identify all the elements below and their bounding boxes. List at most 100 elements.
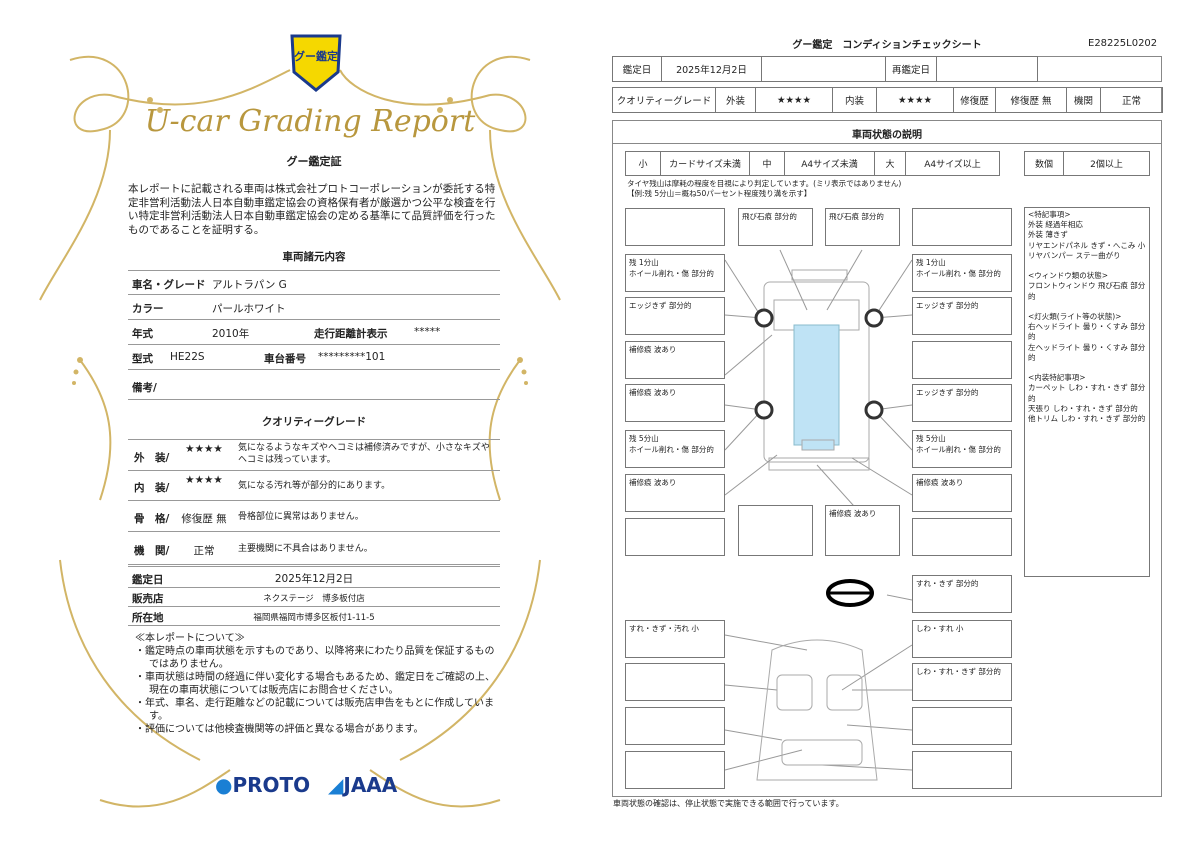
tire-note-text: タイヤ残山は摩耗の程度を目視により判定しています。(ミリ表示ではありません) [627, 179, 902, 188]
grade-value: 修復歴 無 [181, 512, 227, 525]
condition-box: 残 1分山 ホイール削れ・傷 部分的 [912, 254, 1012, 292]
dealer-row: 販売店 ネクステージ 博多板付店 [128, 588, 500, 607]
specs-heading: 車両諸元内容 [282, 251, 346, 263]
condition-box: すれ・きず 部分的 [912, 575, 1012, 613]
jaaa-logo-text: JAAA [343, 773, 398, 797]
label: 車名・グレード [132, 279, 206, 291]
condition-box [912, 518, 1012, 556]
grade-desc: 気になる汚れ等が部分的にあります。 [238, 481, 391, 491]
condition-box [912, 208, 1012, 246]
grade-label: 機 関/ [134, 544, 170, 557]
grade-value: ★★★★ [185, 443, 223, 455]
spec-row-year: 年式 2010年 走行距離計表示 ***** [128, 320, 500, 345]
grade-row: 外 装/ ★★★★ 気になるようなキズやヘコミは補修済みですが、小さなキズやヘコ… [128, 439, 500, 471]
spec-row-model: 型式 HE22S 車台番号 *********101 [128, 345, 500, 370]
condition-box: 補修痕 波あり [625, 474, 725, 512]
value: ***** [414, 326, 441, 338]
grade-heading: クオリティーグレード [261, 416, 367, 428]
condition-box: 残 1分山 ホイール削れ・傷 部分的 [625, 254, 725, 292]
note-item: ・車両状態は時間の経過に伴い変化する場合もあるため、鑑定日をご確認の上、現在の車… [135, 672, 495, 696]
grade-desc: 骨格部位に異常はありません。 [238, 511, 364, 522]
grade-cell: 外装 [715, 87, 756, 113]
value: パールホワイト [212, 303, 286, 315]
report-title: U-car Grading Report [144, 104, 476, 139]
size-legend-cell: カードサイズ未満 [660, 151, 750, 176]
sheet-title: グー鑑定 コンディションチェックシート [792, 40, 982, 51]
condition-box: 飛び石痕 部分的 [825, 208, 900, 246]
note-item: ・年式、車名、走行距離などの記載については販売店申告をもとに作成しています。 [135, 698, 494, 722]
report-notes: ≪本レポートについて≫ ・鑑定時点の車両状態を示すものであり、以降将来にわたり品… [135, 632, 500, 736]
condition-box: エッジきず 部分的 [912, 297, 1012, 335]
label: 鑑定日 [132, 574, 164, 586]
count-legend-cell: 数個 [1024, 151, 1064, 176]
grade-row: 骨 格/ 修復歴 無 骨格部位に異常はありません。 [128, 501, 500, 532]
label: 販売店 [132, 593, 164, 605]
condition-box: 残 5分山 ホイール削れ・傷 部分的 [912, 430, 1012, 468]
condition-box [738, 505, 813, 556]
note-item: ・評価については他検査機関等の評価と異なる場合があります。 [135, 724, 424, 735]
spec-row-name: 車名・グレード アルトラパン G [128, 270, 500, 295]
grade-cell: ★★★★ [876, 87, 954, 113]
jaaa-logo: ◢JAAA [328, 773, 398, 797]
grade-value: ★★★★ [185, 474, 223, 486]
condition-box [625, 707, 725, 745]
grade-cell: 正常 [1100, 87, 1163, 113]
date-row: 鑑定日 2025年12月2日 [128, 566, 500, 588]
label: 走行距離計表示 [314, 328, 388, 340]
condition-box: 補修痕 波あり [625, 341, 725, 379]
redate-label: 再鑑定日 [885, 56, 937, 82]
condition-box: 残 5分山 ホイール削れ・傷 部分的 [625, 430, 725, 468]
grade-cell: ★★★★ [755, 87, 833, 113]
spec-row-color: カラー パールホワイト [128, 295, 500, 320]
goo-kantei-logo: グー鑑定 [288, 32, 344, 94]
address-row: 所在地 福岡県福岡市博多区板付1-11-5 [128, 607, 500, 626]
condition-box [625, 663, 725, 701]
condition-box [912, 751, 1012, 789]
proto-logo-text: PROTO [232, 773, 311, 797]
label: 車台番号 [264, 353, 306, 365]
notes-heading: ≪本レポートについて≫ [135, 633, 245, 644]
grade-desc: 気になるようなキズやヘコミは補修済みですが、小さなキズやヘコミは残っています。 [238, 443, 490, 465]
steering-wheel-icon [826, 579, 874, 607]
value: HE22S [170, 351, 205, 363]
condition-box: 飛び石痕 部分的 [738, 208, 813, 246]
date-value: 2025年12月2日 [661, 56, 762, 82]
date-label: 鑑定日 [612, 56, 662, 82]
sheet-code: E28225L0202 [1088, 38, 1158, 49]
vehicle-diagram [724, 249, 913, 781]
size-legend-cell: 大 [874, 151, 906, 176]
condition-box [625, 751, 725, 789]
condition-heading: 車両状態の説明 [612, 120, 1162, 144]
value: アルトラパン G [212, 279, 287, 291]
condition-box: しわ・すれ 小 [912, 620, 1012, 658]
grade-row: 機 関/ 正常 主要機関に不具合はありません。 [128, 532, 500, 565]
grade-label: 外 装/ [134, 452, 170, 464]
logo-text: グー鑑定 [294, 50, 338, 63]
empty-cell [761, 56, 886, 82]
label: 年式 [132, 328, 153, 340]
redate-value [936, 56, 1038, 82]
special-notes: <特記事項> 外装 経過年相応 外装 薄きず リヤエンドパネル きず・へこみ 小… [1024, 207, 1150, 577]
grade-label: 内 装/ [134, 482, 170, 494]
grade-row: 内 装/ ★★★★ 気になる汚れ等が部分的にあります。 [128, 471, 500, 501]
sheet-footer: 車両状態の確認は、停止状態で実施できる範囲で行っています。 [613, 799, 844, 808]
condition-box [625, 208, 725, 246]
value: ネクステージ 博多板付店 [263, 594, 365, 604]
condition-box [912, 707, 1012, 745]
spec-row-remarks: 備考/ [128, 370, 500, 400]
condition-box [625, 518, 725, 556]
value: 2010年 [212, 328, 250, 340]
size-legend-cell: 小 [625, 151, 661, 176]
condition-box: エッジきず 部分的 [625, 297, 725, 335]
value: 福岡県福岡市博多区板付1-11-5 [253, 613, 375, 623]
note-item: ・鑑定時点の車両状態を示すものであり、以降将来にわたり品質を保証するものではあり… [135, 646, 495, 670]
condition-panel [612, 120, 1162, 797]
label: カラー [132, 303, 164, 315]
grade-cell: 修復歴 [953, 87, 996, 113]
condition-box: 補修痕 波あり [625, 384, 725, 422]
condition-box: しわ・すれ・きず 部分的 [912, 663, 1012, 701]
certificate-heading: グー鑑定証 [286, 155, 342, 168]
size-legend-cell: A4サイズ未満 [784, 151, 875, 176]
label: 型式 [132, 353, 153, 365]
condition-box: 補修痕 波あり [825, 505, 900, 556]
